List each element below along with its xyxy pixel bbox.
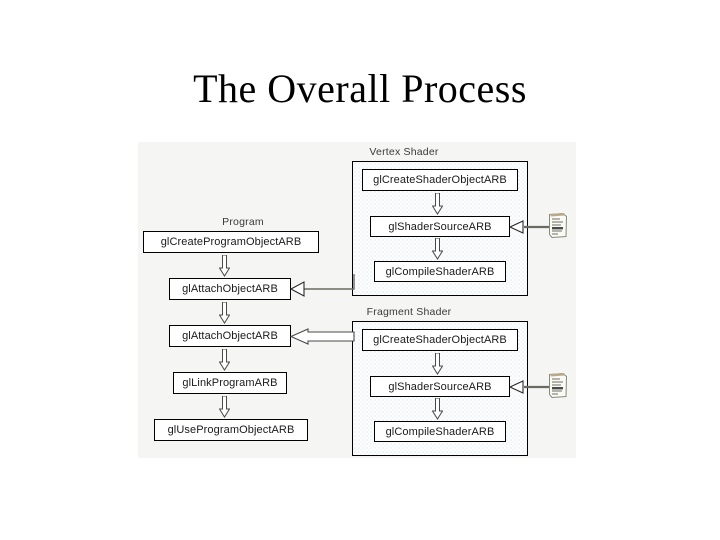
connector-source-file-to-fragment-shader-source [508, 379, 550, 395]
arrow-fragment-create-to-source [432, 353, 443, 375]
connector-vertex-shader-to-attach [290, 272, 356, 304]
node-attach-object-fragment[interactable]: glAttachObjectARB [169, 325, 291, 347]
arrow-attach-1-to-attach-2 [219, 302, 230, 324]
arrow-fragment-source-to-compile [432, 398, 443, 420]
program-group-label: Program [222, 216, 264, 228]
node-use-program-object[interactable]: glUseProgramObjectARB [154, 419, 308, 441]
connector-source-file-to-vertex-shader-source [508, 219, 550, 235]
node-create-program-object[interactable]: glCreateProgramObjectARB [143, 231, 319, 253]
document-icon[interactable] [548, 372, 568, 399]
vertex-shader-group-label: Vertex Shader [369, 146, 439, 158]
document-icon[interactable] [548, 212, 568, 239]
page-title: The Overall Process [193, 66, 527, 111]
arrow-create-program-to-attach-1 [219, 255, 230, 277]
connector-fragment-shader-to-attach [290, 328, 356, 346]
node-fragment-compile-shader[interactable]: glCompileShaderARB [374, 421, 506, 442]
node-vertex-compile-shader[interactable]: glCompileShaderARB [374, 261, 506, 282]
node-fragment-create-shader-object[interactable]: glCreateShaderObjectARB [362, 329, 518, 351]
node-fragment-shader-source[interactable]: glShaderSourceARB [370, 376, 510, 397]
arrow-attach-2-to-link [219, 349, 230, 371]
arrow-vertex-source-to-compile [432, 238, 443, 260]
arrow-vertex-create-to-source [432, 193, 443, 215]
process-diagram: Vertex Shader glCreateShaderObjectARB gl… [138, 142, 576, 458]
node-vertex-shader-source[interactable]: glShaderSourceARB [370, 216, 510, 237]
node-attach-object-vertex[interactable]: glAttachObjectARB [169, 278, 291, 300]
fragment-shader-group-label: Fragment Shader [366, 306, 452, 318]
node-link-program[interactable]: glLinkProgramARB [173, 372, 287, 394]
arrow-link-to-use-program [219, 396, 230, 418]
node-vertex-create-shader-object[interactable]: glCreateShaderObjectARB [362, 169, 518, 191]
